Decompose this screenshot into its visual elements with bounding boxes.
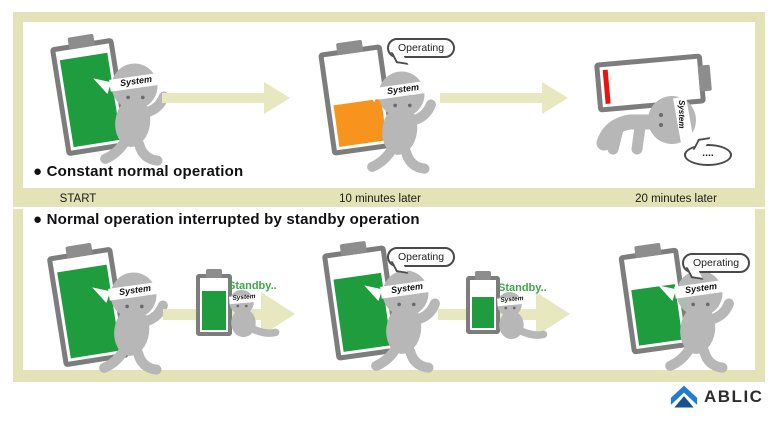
timeline-label-start: START [59,193,97,205]
arrow-head [542,82,568,114]
arrow-right-icon [162,82,292,114]
figure-bottom-run1: System [43,239,203,379]
figure-bottom-run3: System Operating [611,235,771,379]
panel-standby-operation: ● Normal operation interrupted by standb… [13,209,765,382]
standby-label: Standby.. [498,282,547,294]
battery-fill [472,297,494,328]
arrow-head [536,292,570,336]
ablic-logo: ABLIC [670,384,763,410]
sitting-character-icon [497,291,548,340]
arrow-head [264,82,290,114]
panel-constant-operation: System [13,12,765,207]
ablic-logo-mark-icon [670,385,698,408]
figure-bottom-standby1: System Standby.. [158,264,333,372]
heading-standby-operation: ● Normal operation interrupted by standb… [33,211,420,228]
battery-terminal [634,242,662,259]
runner-character-icon [360,71,436,174]
heading-constant-operation: ● Constant normal operation [33,163,244,180]
standby-label: Standby.. [228,280,277,292]
figure-top-mid: System Operating [313,34,483,184]
timeline-label-20min: 20 minutes later [635,193,717,205]
ablic-logo-text: ABLIC [704,387,764,406]
exhausted-speech-bubble: .... [684,144,732,166]
battery-icon [466,271,500,334]
arrow-bar [440,93,542,103]
runner-character-icon [93,63,169,166]
runner-character-icon [92,272,168,375]
runner-character-icon [364,270,440,373]
operating-speech-bubble: Operating [387,247,456,267]
sitting-character-icon [229,289,280,338]
runner-character-icon [658,270,734,373]
battery-terminal [67,33,96,50]
operating-speech-bubble: Operating [387,38,456,58]
battery-terminal [206,269,222,278]
operating-speech-bubble: Operating [682,253,751,273]
battery-fill [202,291,226,330]
battery-terminal [335,39,364,56]
timeline-label-10min: 10 minutes later [339,193,421,205]
figure-bottom-run2: System Operating [315,235,485,379]
arrow-head [261,292,295,336]
headband-label: System [677,100,686,129]
arrow-bar [162,93,264,103]
arrow-right-icon [440,82,570,114]
figure-top-start: System [48,30,208,180]
figure-bottom-standby2: System Standby.. [438,264,613,372]
battery-terminal [339,240,368,257]
battery-terminal [65,242,93,259]
battery-terminal [475,271,491,280]
collapsed-character-icon [596,96,696,155]
figure-top-end: System .... [588,52,763,187]
